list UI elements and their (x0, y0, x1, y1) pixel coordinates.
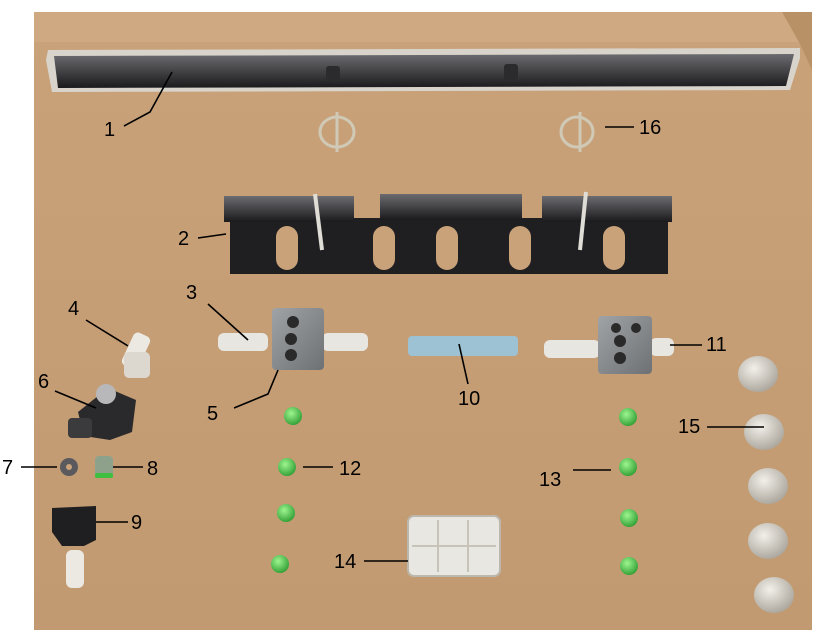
callout-11: 11 (706, 334, 727, 356)
boom-bar (46, 48, 800, 92)
hose-clamps (738, 356, 794, 613)
callout-9: 9 (131, 512, 143, 534)
callout-13: 13 (539, 469, 562, 491)
green-fittings-right (619, 408, 638, 575)
clear-parts-box (407, 515, 501, 577)
callout-12: 12 (339, 458, 362, 480)
callout-6: 6 (38, 371, 50, 393)
nylon-elbow-fitting (121, 332, 151, 378)
lynch-pins (318, 112, 595, 152)
strainer (95, 456, 113, 478)
callout-14: 14 (334, 551, 357, 573)
blue-tube (408, 336, 518, 356)
callout-leader-lines (21, 71, 764, 562)
callout-10: 10 (458, 388, 481, 410)
callout-8: 8 (147, 458, 159, 480)
callout-7: 7 (2, 457, 14, 479)
callout-5: 5 (207, 403, 219, 425)
callout-4: 4 (68, 298, 80, 320)
callout-15: 15 (678, 416, 701, 438)
nozzle-cap (52, 506, 96, 546)
right-manifold-block (544, 316, 674, 374)
callout-16: 16 (639, 117, 662, 139)
nozzle-body (68, 384, 136, 440)
callout-1: 1 (104, 119, 116, 141)
box-flap-right (782, 12, 812, 70)
mounting-bracket (224, 191, 672, 274)
green-fittings-left (271, 407, 302, 573)
callout-2: 2 (178, 228, 190, 250)
small-nylon-fitting (66, 550, 84, 588)
callout-3: 3 (186, 282, 198, 304)
box-flap (34, 12, 812, 42)
left-manifold-block (218, 308, 368, 370)
